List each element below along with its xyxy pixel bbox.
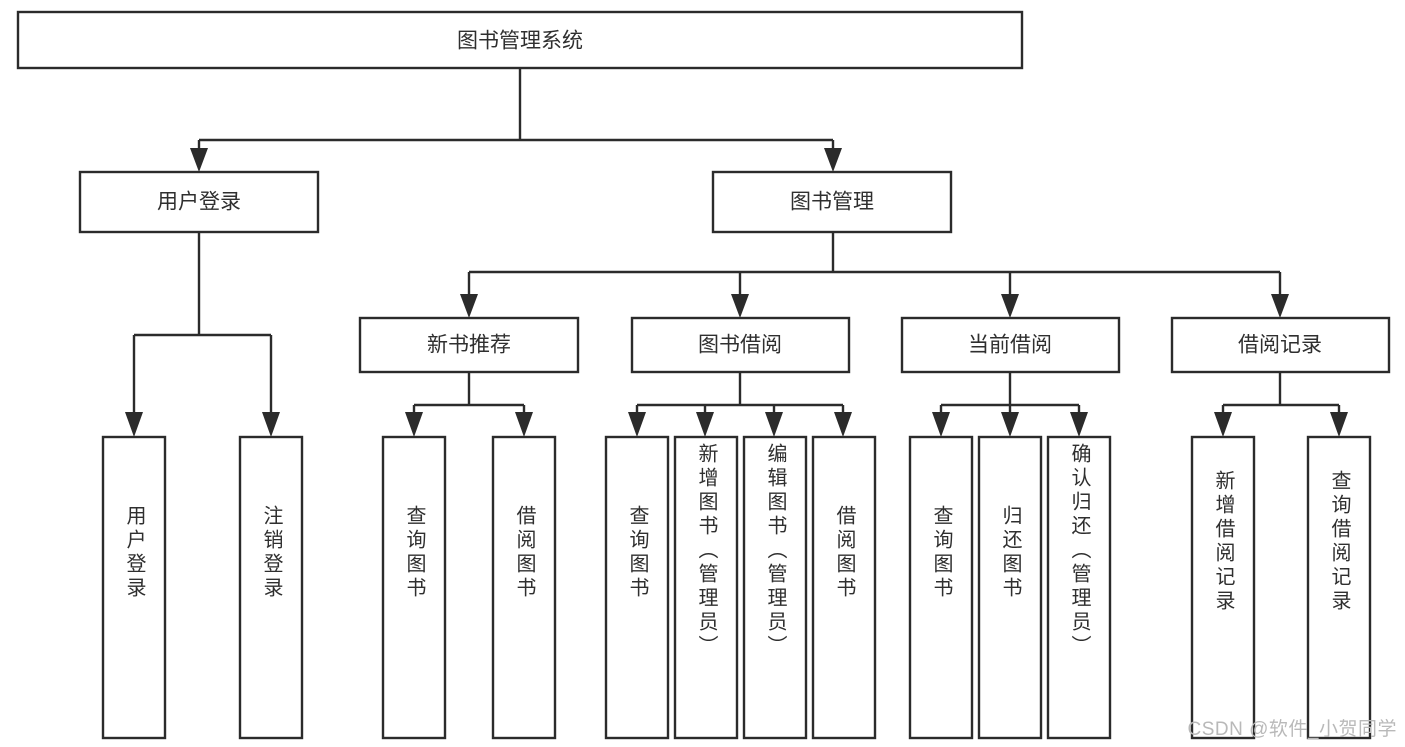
connector-borrowrecord-to-leaves bbox=[1214, 372, 1348, 437]
node-user-login-label: 用户登录 bbox=[157, 191, 241, 214]
node-root-label: 图书管理系统 bbox=[457, 30, 583, 53]
leaf-box-return-book[interactable] bbox=[977, 435, 1043, 740]
node-borrow-record-label: 借阅记录 bbox=[1238, 334, 1322, 357]
node-new-book-recommend-label: 新书推荐 bbox=[427, 334, 511, 357]
connector-bookmgmt-to-level3 bbox=[460, 232, 1289, 318]
connector-currentborrow-to-leaves bbox=[932, 372, 1088, 437]
leaf-box-query-book-newbook[interactable] bbox=[381, 435, 447, 740]
leaf-box-query-borrow-record[interactable] bbox=[1306, 435, 1372, 740]
node-current-borrow-label: 当前借阅 bbox=[968, 334, 1052, 357]
node-book-borrow-label: 图书借阅 bbox=[698, 334, 782, 357]
node-new-book-recommend[interactable]: 新书推荐 bbox=[358, 316, 580, 374]
leaf-box-borrow-book[interactable] bbox=[811, 435, 877, 740]
leaf-box-add-book-admin[interactable] bbox=[673, 435, 739, 740]
leaf-box-borrow-book-newbook[interactable] bbox=[491, 435, 557, 740]
leaf-box-logout[interactable] bbox=[238, 435, 304, 740]
node-user-login[interactable]: 用户登录 bbox=[78, 170, 320, 234]
leaf-box-edit-book-admin[interactable] bbox=[742, 435, 808, 740]
leaf-box-confirm-return-admin[interactable] bbox=[1046, 435, 1112, 740]
watermark-text: CSDN @软件_小贺同学 bbox=[1187, 719, 1397, 740]
leaf-box-user-login[interactable] bbox=[101, 435, 167, 740]
node-borrow-record[interactable]: 借阅记录 bbox=[1170, 316, 1391, 374]
connector-userlogin-to-leaves bbox=[125, 232, 280, 437]
connector-root-to-level2 bbox=[190, 68, 842, 172]
node-book-management[interactable]: 图书管理 bbox=[711, 170, 953, 234]
node-book-management-label: 图书管理 bbox=[790, 191, 874, 214]
connector-bookborrow-to-leaves bbox=[628, 372, 852, 437]
leaf-box-query-book-borrow[interactable] bbox=[604, 435, 670, 740]
leaf-box-add-borrow-record[interactable] bbox=[1190, 435, 1256, 740]
leaf-box-query-book-current[interactable] bbox=[908, 435, 974, 740]
node-current-borrow[interactable]: 当前借阅 bbox=[900, 316, 1121, 374]
connector-newbook-to-leaves bbox=[405, 372, 533, 437]
node-book-borrow[interactable]: 图书借阅 bbox=[630, 316, 851, 374]
node-root[interactable]: 图书管理系统 bbox=[16, 10, 1024, 70]
